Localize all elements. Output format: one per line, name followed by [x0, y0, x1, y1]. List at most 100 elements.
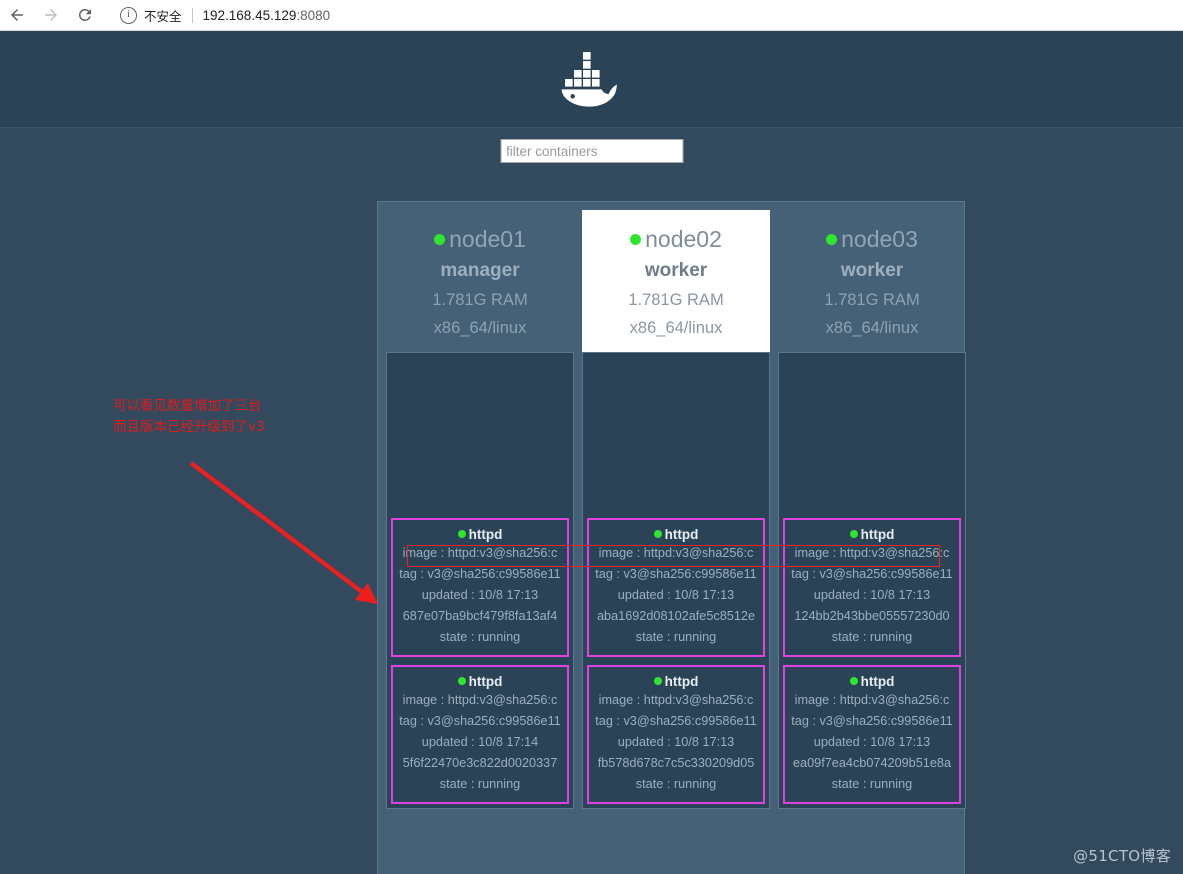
status-dot-green-icon: [849, 677, 858, 685]
container-state: state : running: [635, 630, 717, 644]
node-role: manager: [440, 260, 520, 281]
container-list: httpd image : httpd:v3@sha256:c tag : v3…: [779, 510, 965, 804]
node-name: node02: [645, 226, 722, 252]
container-state: state : running: [635, 777, 717, 791]
node-body: httpd image : httpd:v3@sha256:c tag : v3…: [386, 352, 574, 809]
back-button[interactable]: [0, 0, 34, 30]
omnibox-divider: [191, 7, 193, 23]
node-header: node03 worker 1.781G RAM x86_64/linux: [778, 210, 966, 352]
container-card[interactable]: httpd image : httpd:v3@sha256:c tag : v3…: [391, 518, 569, 657]
container-id: aba1692d08102afe5c8512e: [596, 609, 756, 623]
node-card-node02[interactable]: node02 worker 1.781G RAM x86_64/linux ht…: [582, 210, 770, 809]
address-bar[interactable]: i 不安全 192.168.45.129:8080: [110, 2, 1170, 28]
container-image: image : httpd:v3@sha256:c: [598, 546, 754, 560]
container-list: httpd image : httpd:v3@sha256:c tag : v3…: [583, 510, 769, 804]
status-dot-green-icon: [434, 234, 446, 245]
container-card[interactable]: httpd image : httpd:v3@sha256:c tag : v3…: [587, 518, 765, 657]
node-name-row: node01: [386, 226, 574, 252]
status-dot-green-icon: [826, 234, 838, 245]
container-state: state : running: [439, 630, 521, 644]
container-id: fb578d678c7c5c330209d05: [597, 756, 755, 770]
container-updated: updated : 10/8 17:14: [421, 735, 539, 749]
docker-swarm-visualizer-page: node01 manager 1.781G RAM x86_64/linux h…: [0, 31, 1183, 874]
container-name: httpd: [468, 527, 503, 542]
node-name-row: node03: [778, 226, 966, 252]
container-name: httpd: [664, 674, 699, 689]
container-list: httpd image : httpd:v3@sha256:c tag : v3…: [387, 510, 573, 804]
container-title: httpd: [589, 673, 763, 690]
browser-navigation-bar: i 不安全 192.168.45.129:8080: [0, 0, 1183, 30]
forward-button[interactable]: [34, 0, 68, 30]
container-title: httpd: [785, 526, 959, 543]
status-dot-green-icon: [653, 530, 662, 538]
status-dot-green-icon: [630, 234, 642, 245]
container-id: 687e07ba9bcf479f8fa13af4: [402, 609, 558, 623]
node-card-node01[interactable]: node01 manager 1.781G RAM x86_64/linux h…: [386, 210, 574, 809]
status-dot-green-icon: [849, 530, 858, 538]
security-status-label: 不安全: [144, 9, 182, 24]
container-title: httpd: [589, 526, 763, 543]
node-card-node03[interactable]: node03 worker 1.781G RAM x86_64/linux ht…: [778, 210, 966, 809]
container-tag: tag : v3@sha256:c99586e11: [399, 714, 561, 728]
container-name: httpd: [860, 674, 895, 689]
container-title: httpd: [393, 673, 567, 690]
container-title: httpd: [785, 673, 959, 690]
node-role: worker: [644, 260, 708, 281]
container-image: image : httpd:v3@sha256:c: [794, 546, 950, 560]
nodes-panel: node01 manager 1.781G RAM x86_64/linux h…: [377, 201, 966, 874]
container-id: ea09f7ea4cb074209b51e8a: [792, 756, 952, 770]
container-tag: tag : v3@sha256:c99586e11: [595, 567, 757, 581]
container-image: image : httpd:v3@sha256:c: [794, 693, 950, 707]
nodes-row: node01 manager 1.781G RAM x86_64/linux h…: [386, 210, 966, 809]
container-tag: tag : v3@sha256:c99586e11: [791, 567, 953, 581]
docker-whale-logo: [561, 52, 617, 107]
info-circle-icon[interactable]: i: [120, 6, 137, 24]
node-role: worker: [840, 260, 904, 281]
container-card[interactable]: httpd image : httpd:v3@sha256:c tag : v3…: [587, 665, 765, 804]
node-name: node03: [841, 226, 918, 252]
container-tag: tag : v3@sha256:c99586e11: [399, 567, 561, 581]
node-name-row: node02: [582, 226, 770, 252]
container-state: state : running: [831, 777, 913, 791]
node-arch: x86_64/linux: [433, 319, 527, 337]
node-name: node01: [449, 226, 526, 252]
page-header: [0, 31, 1183, 128]
container-updated: updated : 10/8 17:13: [617, 735, 735, 749]
status-dot-green-icon: [457, 530, 466, 538]
node-ram: 1.781G RAM: [628, 291, 724, 309]
container-updated: updated : 10/8 17:13: [421, 588, 539, 602]
container-updated: updated : 10/8 17:13: [617, 588, 735, 602]
status-dot-green-icon: [457, 677, 466, 685]
container-image: image : httpd:v3@sha256:c: [402, 693, 558, 707]
filter-containers-input[interactable]: [500, 139, 683, 163]
node-arch: x86_64/linux: [629, 319, 723, 337]
container-name: httpd: [468, 674, 503, 689]
status-dot-green-icon: [653, 677, 662, 685]
filter-row: [0, 128, 1183, 184]
reload-button[interactable]: [68, 0, 102, 30]
container-card[interactable]: httpd image : httpd:v3@sha256:c tag : v3…: [783, 665, 961, 804]
chrome-divider: [0, 30, 1183, 31]
container-image: image : httpd:v3@sha256:c: [402, 546, 558, 560]
container-tag: tag : v3@sha256:c99586e11: [595, 714, 757, 728]
url-port: :8080: [296, 7, 331, 23]
container-id: 124bb2b43bbe05557230d0: [794, 609, 950, 623]
url-text: 192.168.45.129:8080: [203, 8, 331, 23]
node-ram: 1.781G RAM: [432, 291, 528, 309]
url-host: 192.168.45.129: [202, 7, 297, 23]
container-image: image : httpd:v3@sha256:c: [598, 693, 754, 707]
container-name: httpd: [664, 527, 699, 542]
container-card[interactable]: httpd image : httpd:v3@sha256:c tag : v3…: [391, 665, 569, 804]
node-arch: x86_64/linux: [825, 319, 919, 337]
container-card[interactable]: httpd image : httpd:v3@sha256:c tag : v3…: [783, 518, 961, 657]
container-tag: tag : v3@sha256:c99586e11: [791, 714, 953, 728]
node-body: httpd image : httpd:v3@sha256:c tag : v3…: [582, 352, 770, 809]
container-id: 5f6f22470e3c822d0020337: [402, 756, 558, 770]
container-updated: updated : 10/8 17:13: [813, 588, 931, 602]
node-header: node01 manager 1.781G RAM x86_64/linux: [386, 210, 574, 352]
node-body: httpd image : httpd:v3@sha256:c tag : v3…: [778, 352, 966, 809]
container-state: state : running: [831, 630, 913, 644]
container-state: state : running: [439, 777, 521, 791]
container-name: httpd: [860, 527, 895, 542]
container-updated: updated : 10/8 17:13: [813, 735, 931, 749]
